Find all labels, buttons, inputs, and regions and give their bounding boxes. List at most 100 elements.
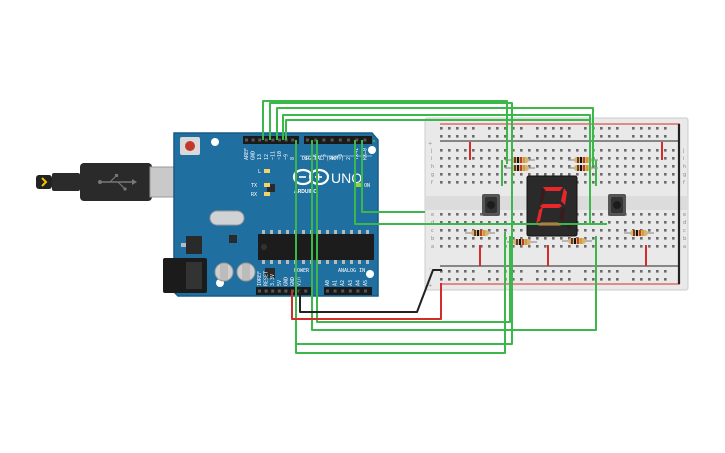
breadboard-hole[interactable]	[656, 173, 659, 176]
rail-hole[interactable]	[664, 278, 667, 281]
breadboard-hole[interactable]	[464, 157, 467, 160]
wire-pin5[interactable]	[316, 140, 511, 323]
breadboard-hole[interactable]	[488, 165, 491, 168]
wire-pin11[interactable]	[276, 107, 594, 166]
rail-hole[interactable]	[496, 127, 499, 130]
breadboard-hole[interactable]	[656, 157, 659, 160]
breadboard-hole[interactable]	[624, 229, 627, 232]
resistor[interactable]	[568, 165, 598, 171]
breadboard-hole[interactable]	[616, 181, 619, 184]
header-hole[interactable]	[304, 289, 308, 293]
breadboard-hole[interactable]	[640, 245, 643, 248]
breadboard-hole[interactable]	[544, 157, 547, 160]
rail-hole[interactable]	[656, 135, 659, 138]
rail-hole[interactable]	[488, 270, 491, 273]
breadboard-hole[interactable]	[520, 173, 523, 176]
breadboard-hole[interactable]	[624, 221, 627, 224]
breadboard-hole[interactable]	[576, 245, 579, 248]
breadboard-hole[interactable]	[592, 173, 595, 176]
rail-hole[interactable]	[504, 135, 507, 138]
rail-hole[interactable]	[472, 127, 475, 130]
rail-hole[interactable]	[616, 135, 619, 138]
wire-pin13[interactable]	[262, 100, 508, 164]
analog-header[interactable]	[324, 287, 372, 295]
breadboard-hole[interactable]	[480, 149, 483, 152]
breadboard-hole[interactable]	[464, 149, 467, 152]
breadboard-hole[interactable]	[672, 245, 675, 248]
push-button-left[interactable]	[482, 194, 500, 216]
header-hole[interactable]	[314, 138, 318, 142]
rail-hole[interactable]	[632, 270, 635, 273]
rail-hole[interactable]	[560, 135, 563, 138]
breadboard-hole[interactable]	[552, 157, 555, 160]
breadboard-hole[interactable]	[672, 181, 675, 184]
rail-hole[interactable]	[512, 127, 515, 130]
rail-hole[interactable]	[656, 127, 659, 130]
header-hole[interactable]	[291, 138, 295, 142]
breadboard-hole[interactable]	[624, 245, 627, 248]
breadboard-hole[interactable]	[568, 157, 571, 160]
breadboard-hole[interactable]	[656, 149, 659, 152]
rail-hole[interactable]	[560, 278, 563, 281]
breadboard-hole[interactable]	[584, 181, 587, 184]
breadboard-hole[interactable]	[488, 181, 491, 184]
rail-hole[interactable]	[512, 135, 515, 138]
breadboard-hole[interactable]	[560, 165, 563, 168]
header-hole[interactable]	[364, 289, 367, 293]
rail-hole[interactable]	[608, 270, 611, 273]
header-hole[interactable]	[326, 289, 329, 293]
breadboard-hole[interactable]	[472, 237, 475, 240]
breadboard-hole[interactable]	[640, 181, 643, 184]
breadboard-hole[interactable]	[632, 213, 635, 216]
breadboard-hole[interactable]	[440, 213, 443, 216]
rail-hole[interactable]	[520, 127, 523, 130]
breadboard-hole[interactable]	[504, 181, 507, 184]
breadboard-hole[interactable]	[480, 165, 483, 168]
breadboard-hole[interactable]	[440, 229, 443, 232]
resistor[interactable]	[465, 230, 495, 236]
breadboard-hole[interactable]	[464, 221, 467, 224]
breadboard-hole[interactable]	[448, 229, 451, 232]
breadboard-hole[interactable]	[448, 173, 451, 176]
header-hole[interactable]	[306, 138, 309, 142]
breadboard-hole[interactable]	[656, 221, 659, 224]
breadboard-hole[interactable]	[624, 157, 627, 160]
breadboard-hole[interactable]	[448, 213, 451, 216]
rail-hole[interactable]	[544, 127, 547, 130]
rail-hole[interactable]	[640, 270, 643, 273]
breadboard-hole[interactable]	[600, 221, 603, 224]
breadboard-hole[interactable]	[536, 157, 539, 160]
breadboard-hole[interactable]	[496, 149, 499, 152]
breadboard-hole[interactable]	[600, 165, 603, 168]
breadboard-hole[interactable]	[648, 165, 651, 168]
breadboard-hole[interactable]	[632, 221, 635, 224]
rail-hole[interactable]	[616, 278, 619, 281]
rail-hole[interactable]	[488, 278, 491, 281]
breadboard-hole[interactable]	[456, 237, 459, 240]
rail-hole[interactable]	[496, 135, 499, 138]
breadboard-hole[interactable]	[480, 213, 483, 216]
breadboard-hole[interactable]	[560, 237, 563, 240]
breadboard-hole[interactable]	[472, 165, 475, 168]
breadboard-hole[interactable]	[512, 149, 515, 152]
breadboard-hole[interactable]	[520, 245, 523, 248]
rail-hole[interactable]	[512, 270, 515, 273]
breadboard-hole[interactable]	[464, 245, 467, 248]
breadboard-hole[interactable]	[608, 165, 611, 168]
breadboard-hole[interactable]	[664, 173, 667, 176]
wire-pin8[interactable]	[295, 140, 506, 354]
header-hole[interactable]	[277, 289, 281, 293]
breadboard-hole[interactable]	[448, 245, 451, 248]
breadboard-hole[interactable]	[480, 245, 483, 248]
header-hole[interactable]	[322, 138, 326, 142]
header-hole[interactable]	[348, 289, 352, 293]
breadboard-hole[interactable]	[616, 149, 619, 152]
breadboard-hole[interactable]	[512, 173, 515, 176]
breadboard-hole[interactable]	[440, 149, 443, 152]
wire-pin2[interactable]	[361, 140, 425, 213]
breadboard-hole[interactable]	[624, 237, 627, 240]
breadboard-hole[interactable]	[464, 181, 467, 184]
rail-hole[interactable]	[448, 127, 451, 130]
breadboard-hole[interactable]	[672, 165, 675, 168]
rail-hole[interactable]	[584, 135, 587, 138]
